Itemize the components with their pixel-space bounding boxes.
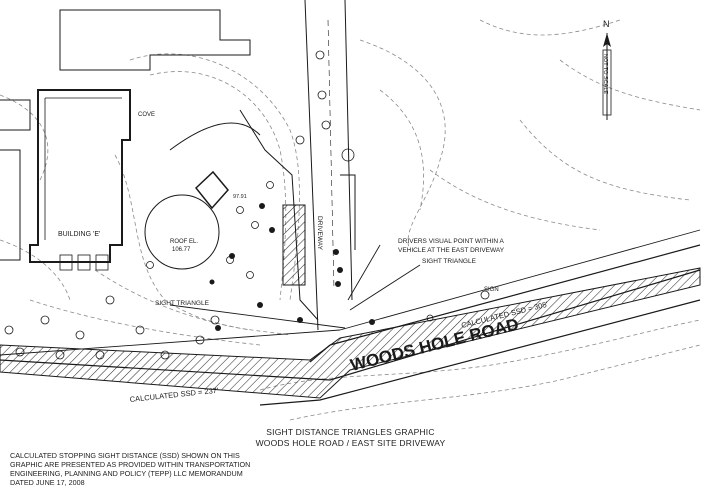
caption-subtitle: WOODS HOLE ROAD / EAST SITE DRIVEWAY [255,438,446,448]
scale-label: NOT TO SCALE [602,54,608,94]
sign-label: SIGN [484,287,499,293]
site-plan-drawing: WOODS HOLE ROAD CALCULATED SSD = 305' CA… [0,0,701,421]
ssd-note-line: ENGINEERING, PLANNING AND POLICY (TEPP) … [10,469,243,478]
drivers-point-label-line2: VEHICLE AT THE EAST DRIVEWAY [398,247,505,254]
spot-elevation-label: 97.91 [233,194,247,200]
sight-triangle-west-label: SIGHT TRIANGLE [155,300,210,307]
ssd-note-line: CALCULATED STOPPING SIGHT DISTANCE (SSD)… [10,451,240,460]
north-label: N [603,19,610,29]
road-edges [0,244,701,406]
driveway [169,0,356,331]
ssd-note-line: GRAPHIC ARE PRESENTED AS PROVIDED WITHIN… [10,460,251,469]
trees [4,50,490,360]
filled-tree-markers [209,203,375,331]
sight-triangle-hatching [0,267,701,399]
sight-lines [0,229,701,356]
building-e [29,89,131,271]
drivers-point-label-line1: DRIVERS VISUAL POINT WITHIN A [398,238,504,245]
roof-elevation-label-line2: 106.77 [172,247,191,253]
caption-title: SIGHT DISTANCE TRIANGLES GRAPHIC [266,427,435,437]
sight-triangle-east-label: SIGHT TRIANGLE [422,258,477,265]
ssd-west-label: CALCULATED SSD = 237' [129,386,219,404]
ssd-note-line: DATED JUNE 17, 2008 [10,478,85,487]
cove-label: COVE [138,112,155,118]
north-arrow: N NOT TO SCALE [602,19,612,120]
upper-building-outline [0,9,251,261]
round-building [144,170,229,270]
driveway-label: DRIVEWAY [316,216,323,251]
roof-elevation-label-line1: ROOF EL. [170,239,198,245]
ssd-note: CALCULATED STOPPING SIGHT DISTANCE (SSD)… [10,451,310,487]
building-e-label: BUILDING 'E' [58,231,100,238]
